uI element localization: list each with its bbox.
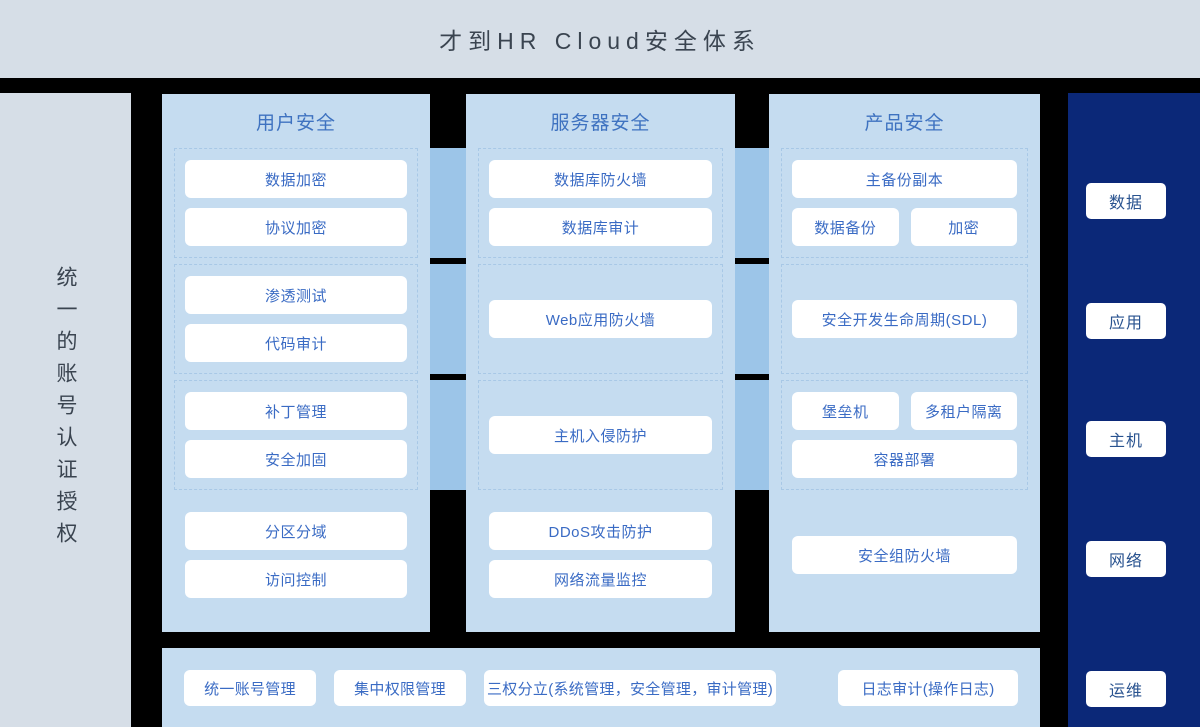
layer-chip-2[interactable]: 应用 xyxy=(1086,303,1166,339)
left-sidebar-unified-auth: 统一的账号认证授权 xyxy=(0,93,131,727)
column-1-group-1: 数据加密协议加密 xyxy=(174,148,418,258)
page-title: 才到HR Cloud安全体系 xyxy=(439,28,761,54)
right-sidebar-layers: 数据应用主机网络运维 xyxy=(1068,93,1200,727)
connector-band-b-seg-3 xyxy=(735,380,769,490)
control-pill[interactable]: 数据加密 xyxy=(185,160,407,198)
column-2-group-4: DDoS攻击防护网络流量监控 xyxy=(478,500,723,610)
control-pill[interactable]: 容器部署 xyxy=(792,440,1017,478)
control-pill[interactable]: 网络流量监控 xyxy=(489,560,712,598)
column-2-group-3: 主机入侵防护 xyxy=(478,380,723,490)
control-pill[interactable]: 访问控制 xyxy=(185,560,407,598)
layer-chip-1[interactable]: 数据 xyxy=(1086,183,1166,219)
control-pill[interactable]: 数据库审计 xyxy=(489,208,712,246)
control-pill[interactable]: 数据库防火墙 xyxy=(489,160,712,198)
control-pill[interactable]: 多租户隔离 xyxy=(910,392,1017,430)
layer-chip-5[interactable]: 运维 xyxy=(1086,671,1166,707)
control-pill[interactable]: 数据备份 xyxy=(792,208,899,246)
column-2: 服务器安全数据库防火墙数据库审计 Web应用防火墙主机入侵防护 DDoS攻击防护网络… xyxy=(466,94,735,632)
control-pill[interactable]: 协议加密 xyxy=(185,208,407,246)
control-pill[interactable]: 渗透测试 xyxy=(185,276,407,314)
governance-pill-2[interactable]: 集中权限管理 xyxy=(334,670,466,706)
column-3-group-2: 安全开发生命周期(SDL) xyxy=(781,264,1028,374)
bottom-governance-bar: 统一账号管理集中权限管理三权分立(系统管理，安全管理，审计管理) 日志审计(操作日… xyxy=(162,648,1040,727)
column-3: 产品安全主备份副本数据备份加密安全开发生命周期(SDL) 堡垒机多租户隔离容器部署… xyxy=(769,94,1040,632)
control-pill[interactable]: 安全组防火墙 xyxy=(792,536,1017,574)
connector-band-a-seg-2 xyxy=(430,264,466,374)
control-pill[interactable]: 加密 xyxy=(910,208,1017,246)
control-pill[interactable]: 安全开发生命周期(SDL) xyxy=(792,300,1017,338)
connector-band-b-seg-1 xyxy=(735,148,769,258)
control-pill[interactable]: 分区分域 xyxy=(185,512,407,550)
governance-pill-1[interactable]: 统一账号管理 xyxy=(184,670,316,706)
connector-band-b-seg-2 xyxy=(735,264,769,374)
control-pill[interactable]: Web应用防火墙 xyxy=(489,300,712,338)
column-3-group-4: 安全组防火墙 xyxy=(781,500,1028,610)
column-3-group-3: 堡垒机多租户隔离容器部署 xyxy=(781,380,1028,490)
connector-band-a-seg-1 xyxy=(430,148,466,258)
left-sidebar-label: 统一的账号认证授权 xyxy=(54,266,77,554)
control-pill[interactable]: DDoS攻击防护 xyxy=(489,512,712,550)
control-pill[interactable]: 堡垒机 xyxy=(792,392,899,430)
column-1-group-4: 分区分域访问控制 xyxy=(174,500,418,610)
column-2-group-1: 数据库防火墙数据库审计 xyxy=(478,148,723,258)
column-1-group-2: 渗透测试代码审计 xyxy=(174,264,418,374)
layer-chip-4[interactable]: 网络 xyxy=(1086,541,1166,577)
column-1-group-3: 补丁管理安全加固 xyxy=(174,380,418,490)
control-pill[interactable]: 安全加固 xyxy=(185,440,407,478)
control-pill[interactable]: 主机入侵防护 xyxy=(489,416,712,454)
layer-chip-3[interactable]: 主机 xyxy=(1086,421,1166,457)
control-pill[interactable]: 主备份副本 xyxy=(792,160,1017,198)
column-title-2: 服务器安全 xyxy=(550,112,651,134)
governance-pill-4[interactable]: 日志审计(操作日志) xyxy=(838,670,1018,706)
column-2-group-2: Web应用防火墙 xyxy=(478,264,723,374)
column-title-3: 产品安全 xyxy=(864,112,945,134)
governance-pill-3[interactable]: 三权分立(系统管理，安全管理，审计管理) xyxy=(484,670,776,706)
control-pill[interactable]: 代码审计 xyxy=(185,324,407,362)
connector-band-a-seg-3 xyxy=(430,380,466,490)
header-band: 才到HR Cloud安全体系 xyxy=(0,0,1200,78)
control-pill[interactable]: 补丁管理 xyxy=(185,392,407,430)
column-3-group-1: 主备份副本数据备份加密 xyxy=(781,148,1028,258)
column-1: 用户安全数据加密协议加密渗透测试代码审计补丁管理安全加固分区分域访问控制 xyxy=(162,94,430,632)
column-title-1: 用户安全 xyxy=(255,112,336,134)
